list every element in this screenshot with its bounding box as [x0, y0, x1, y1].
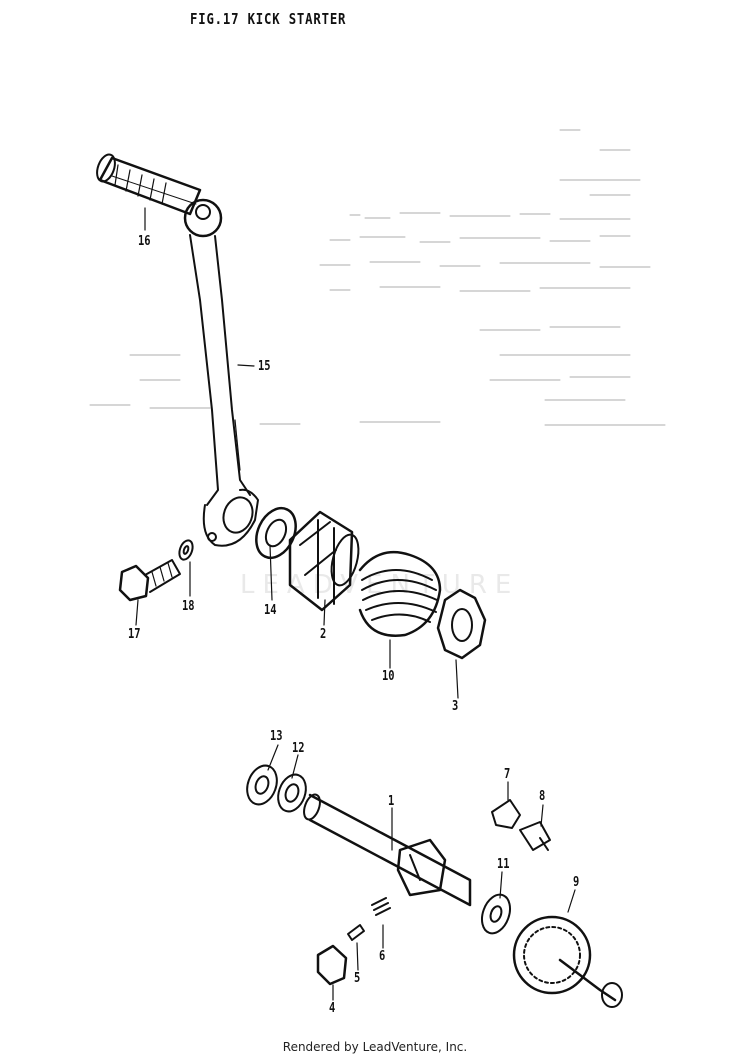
callout-4: 4 — [329, 1001, 336, 1016]
callout-11: 11 — [497, 857, 510, 872]
callout-17: 17 — [128, 627, 141, 642]
part-10-spring — [358, 550, 442, 637]
callout-5: 5 — [354, 971, 361, 986]
part-18-washer — [178, 539, 194, 561]
part-5-pin — [347, 924, 365, 941]
part-3-guide — [436, 588, 487, 660]
part-8-bolt — [519, 821, 551, 851]
part-12-washer — [277, 773, 307, 813]
callout-3: 3 — [452, 699, 459, 714]
part-6-spring — [371, 897, 391, 916]
callout-18: 18 — [182, 599, 195, 614]
footer-credit: Rendered by LeadVenture, Inc. — [282, 1040, 468, 1054]
part-15-kick-lever — [183, 198, 259, 547]
part-16-grip — [96, 153, 202, 216]
part-7-stopper — [491, 799, 521, 829]
part-1-shaft — [303, 793, 472, 907]
callout-10: 10 — [382, 669, 395, 684]
part-13-washer — [246, 764, 278, 806]
diagram-title: FIG.17 KICK STARTER — [190, 10, 347, 28]
callout-13: 13 — [270, 729, 283, 744]
part-17-bolt — [118, 559, 181, 602]
callout-1: 1 — [388, 794, 395, 809]
callout-16: 16 — [138, 234, 151, 249]
callout-7: 7 — [504, 767, 511, 782]
callout-12: 12 — [292, 741, 305, 756]
callout-14: 14 — [264, 603, 277, 618]
callout-8: 8 — [539, 789, 546, 804]
part-9-gear — [512, 915, 623, 1008]
scan-noise — [89, 129, 666, 426]
callout-2: 2 — [320, 627, 327, 642]
part-11-washer — [480, 893, 512, 935]
callout-6: 6 — [379, 949, 386, 964]
part-2-drive — [288, 510, 360, 612]
callout-9: 9 — [573, 875, 580, 890]
leader-lines — [135, 207, 576, 1001]
part-4-pawl — [316, 944, 348, 986]
callout-15: 15 — [258, 359, 271, 374]
